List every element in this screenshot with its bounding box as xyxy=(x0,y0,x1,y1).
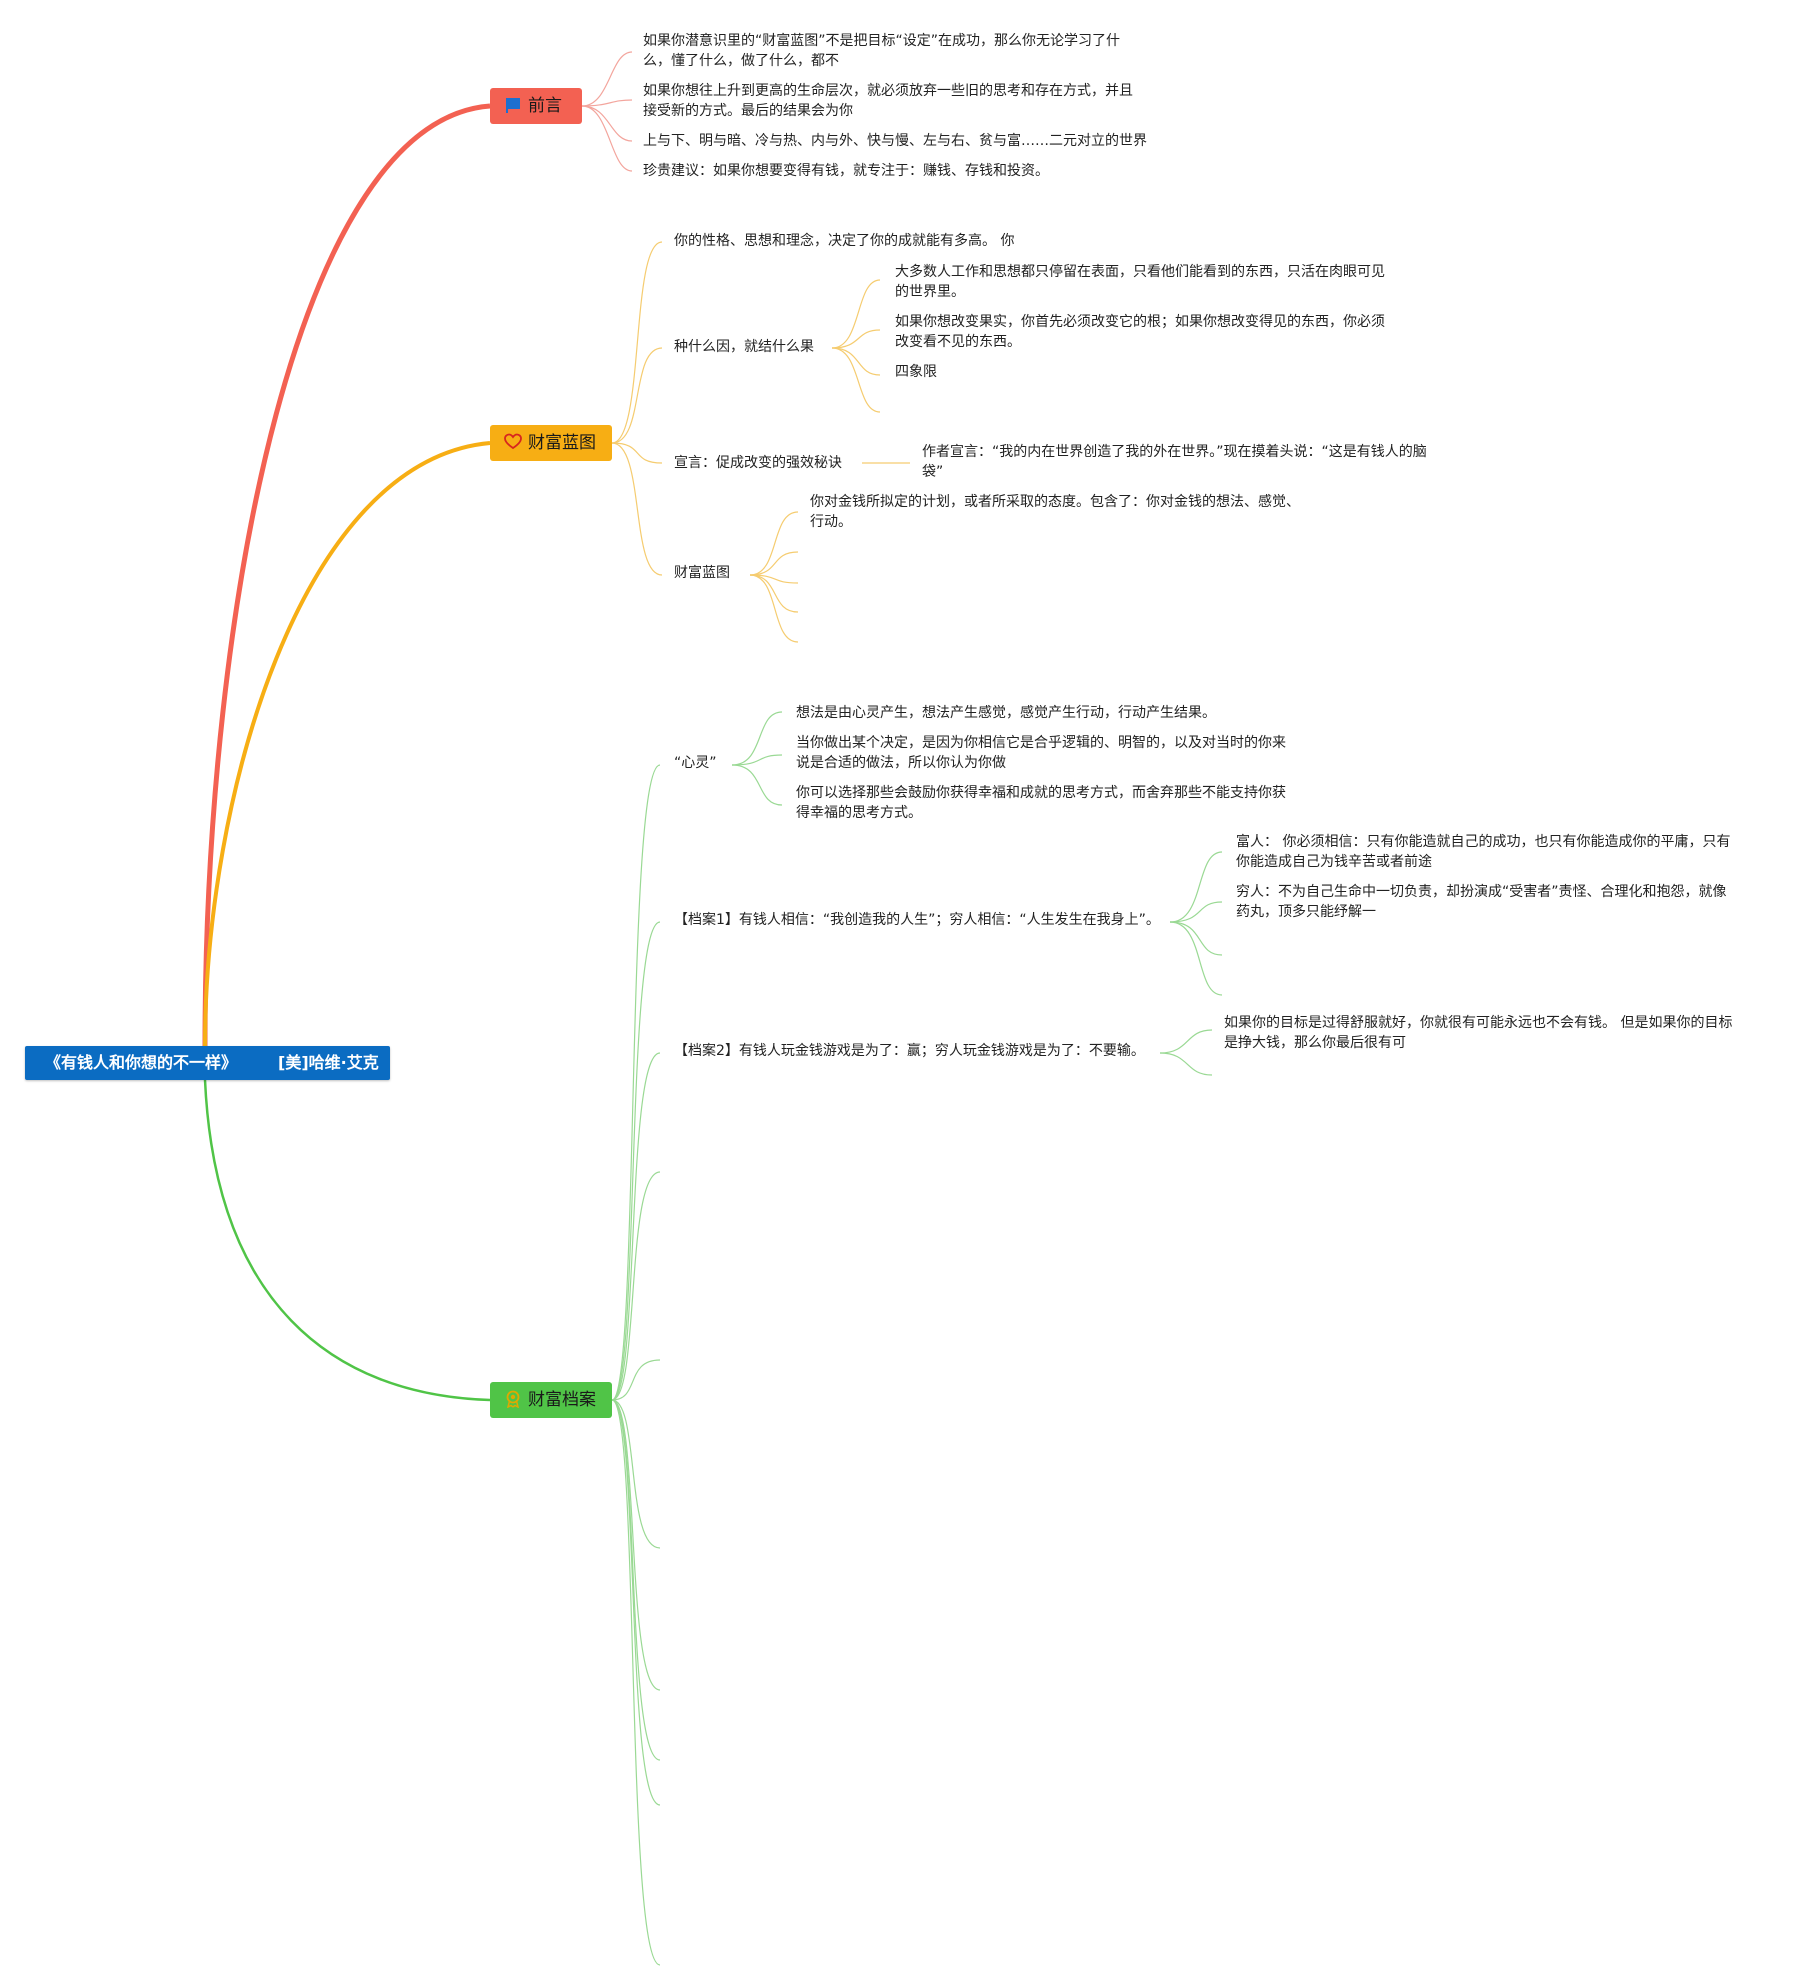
mind-child-2[interactable]: 当你做出某个决定，是因为你相信它是合乎逻辑的、明智的，以及对当时的你来说是合适的… xyxy=(796,735,1286,771)
preface-item-2[interactable]: 如果你想往上升到更高的生命层次，就必须放弃一些旧的思考和存在方式，并且接受新的方… xyxy=(643,83,1133,119)
award-icon xyxy=(506,1390,520,1408)
branch-blueprint[interactable]: 财富蓝图 xyxy=(490,425,612,461)
heart-icon xyxy=(504,433,522,450)
wealth-child[interactable]: 你对金钱所拟定的计划，或者所采取的态度。包含了：你对金钱的想法、感觉、行动。 xyxy=(810,494,1300,530)
connectors-files xyxy=(611,711,1223,1966)
mind-child-3[interactable]: 你可以选择那些会鼓励你获得幸福和成就的思考方式，而舍弃那些不能支持你获得幸福的思… xyxy=(796,785,1286,821)
files-mind[interactable]: “心灵” xyxy=(674,755,717,771)
cause-child-3[interactable]: 四象限 xyxy=(895,364,937,380)
connector-root-blueprint xyxy=(203,441,491,1047)
file1-child-2[interactable]: 穷人：不为自己生命中一切负责，却扮演成“受害者”责怪、合理化和抱怨，就像药丸，顶… xyxy=(1236,884,1727,920)
connector-root-preface xyxy=(202,103,491,1047)
branch-preface-label: 前言 xyxy=(528,96,562,116)
blueprint-wealth[interactable]: 财富蓝图 xyxy=(674,565,730,581)
file2-child[interactable]: 如果你的目标是过得舒服就好，你就很有可能永远也不会有钱。 但是如果你的目标是挣大… xyxy=(1224,1015,1733,1051)
branch-preface[interactable]: 前言 xyxy=(490,88,582,124)
root-title: 《有钱人和你想的不一样》 xyxy=(45,1053,238,1072)
branch-files-label: 财富档案 xyxy=(528,1390,596,1410)
branch-files[interactable]: 财富档案 xyxy=(490,1382,612,1418)
file1-child-1[interactable]: 富人： 你必须相信：只有你能造就自己的成功，也只有你能造成你的平庸，只有你能造成… xyxy=(1236,834,1731,870)
connector-root-files xyxy=(203,1079,491,1402)
preface-item-4[interactable]: 珍贵建议：如果你想要变得有钱，就专注于：赚钱、存钱和投资。 xyxy=(643,163,1049,179)
branch-blueprint-label: 财富蓝图 xyxy=(528,433,596,453)
cause-child-1[interactable]: 大多数人工作和思想都只停留在表面，只看他们能看到的东西，只活在肉眼可见的世界里。 xyxy=(895,264,1385,300)
connectors-blueprint xyxy=(611,241,910,643)
declaration-child[interactable]: 作者宣言：“我的内在世界创造了我的外在世界。”现在摸着头说：“这是有钱人的脑袋” xyxy=(922,444,1427,480)
files-file2[interactable]: 【档案2】有钱人玩金钱游戏是为了：赢；穷人玩金钱游戏是为了：不要输。 xyxy=(674,1043,1145,1059)
mind-child-1[interactable]: 想法是由心灵产生，想法产生感觉，感觉产生行动，行动产生结果。 xyxy=(796,705,1216,721)
root-author: [美]哈维·艾克 xyxy=(278,1053,379,1072)
files-file1[interactable]: 【档案1】有钱人相信：“我创造我的人生”；穷人相信：“人生发生在我身上”。 xyxy=(674,912,1160,928)
blueprint-declaration[interactable]: 宣言：促成改变的强效秘诀 xyxy=(674,455,842,471)
flag-icon xyxy=(506,98,520,113)
cause-child-2[interactable]: 如果你想改变果实，你首先必须改变它的根；如果你想改变得见的东西，你必须改变看不见… xyxy=(895,314,1385,350)
preface-item-3[interactable]: 上与下、明与暗、冷与热、内与外、快与慢、左与右、贫与富……二元对立的世界 xyxy=(643,133,1147,149)
connectors-preface xyxy=(581,51,633,172)
blueprint-item-1[interactable]: 你的性格、思想和理念，决定了你的成就能有多高。 你 xyxy=(674,233,1015,249)
blueprint-cause[interactable]: 种什么因，就结什么果 xyxy=(674,339,814,355)
root-node[interactable]: 《有钱人和你想的不一样》 [美]哈维·艾克 xyxy=(25,1046,390,1080)
preface-item-1[interactable]: 如果你潜意识里的“财富蓝图”不是把目标“设定”在成功，那么你无论学习了什么，懂了… xyxy=(643,33,1121,69)
